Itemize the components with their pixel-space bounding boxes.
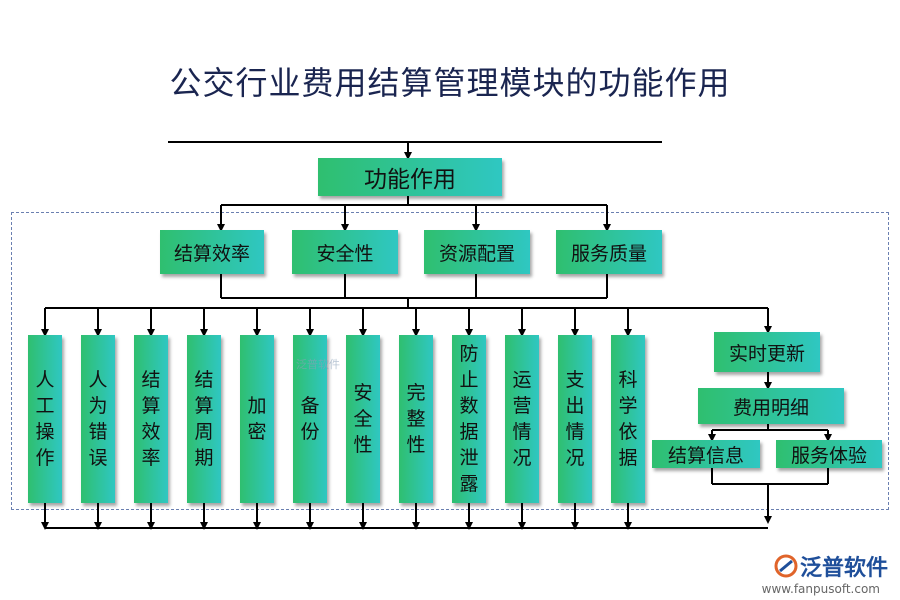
logo-url: www.fanpusoft.com [761,582,880,596]
settlement-info-node: 结算信息 [652,440,760,468]
level3-node-8: 防止数据泄露 [452,335,486,503]
level3-node-3: 结算周期 [187,335,221,503]
level3-node-6: 安全性 [346,335,380,503]
root-node: 功能作用 [318,158,502,196]
level3-node-5: 备份 [293,335,327,503]
fanpu-logo: 泛普软件 [772,550,888,582]
level2-node-3: 服务质量 [556,230,662,274]
level3-node-7: 完整性 [399,335,433,503]
page-title: 公交行业费用结算管理模块的功能作用 [169,64,731,102]
level3-node-10: 支出情况 [558,335,592,503]
level3-node-1: 人为错误 [81,335,115,503]
level2-node-0: 结算效率 [160,230,264,274]
level2-node-1: 安全性 [292,230,398,274]
level2-node-2: 资源配置 [424,230,530,274]
logo-name: 泛普软件 [799,556,888,581]
level3-node-4: 加密 [240,335,274,503]
level3-node-0: 人工操作 [28,335,62,503]
realtime-update-node: 实时更新 [714,332,820,372]
level3-node-11: 科学依据 [611,335,645,503]
level3-node-2: 结算效率 [134,335,168,503]
watermark: 泛普软件 [296,358,340,371]
expense-detail-node: 费用明细 [698,388,844,424]
fanpu-logo-icon [774,554,798,578]
service-experience-node: 服务体验 [776,440,882,468]
dashed-frame [11,212,889,510]
level3-node-9: 运营情况 [505,335,539,503]
